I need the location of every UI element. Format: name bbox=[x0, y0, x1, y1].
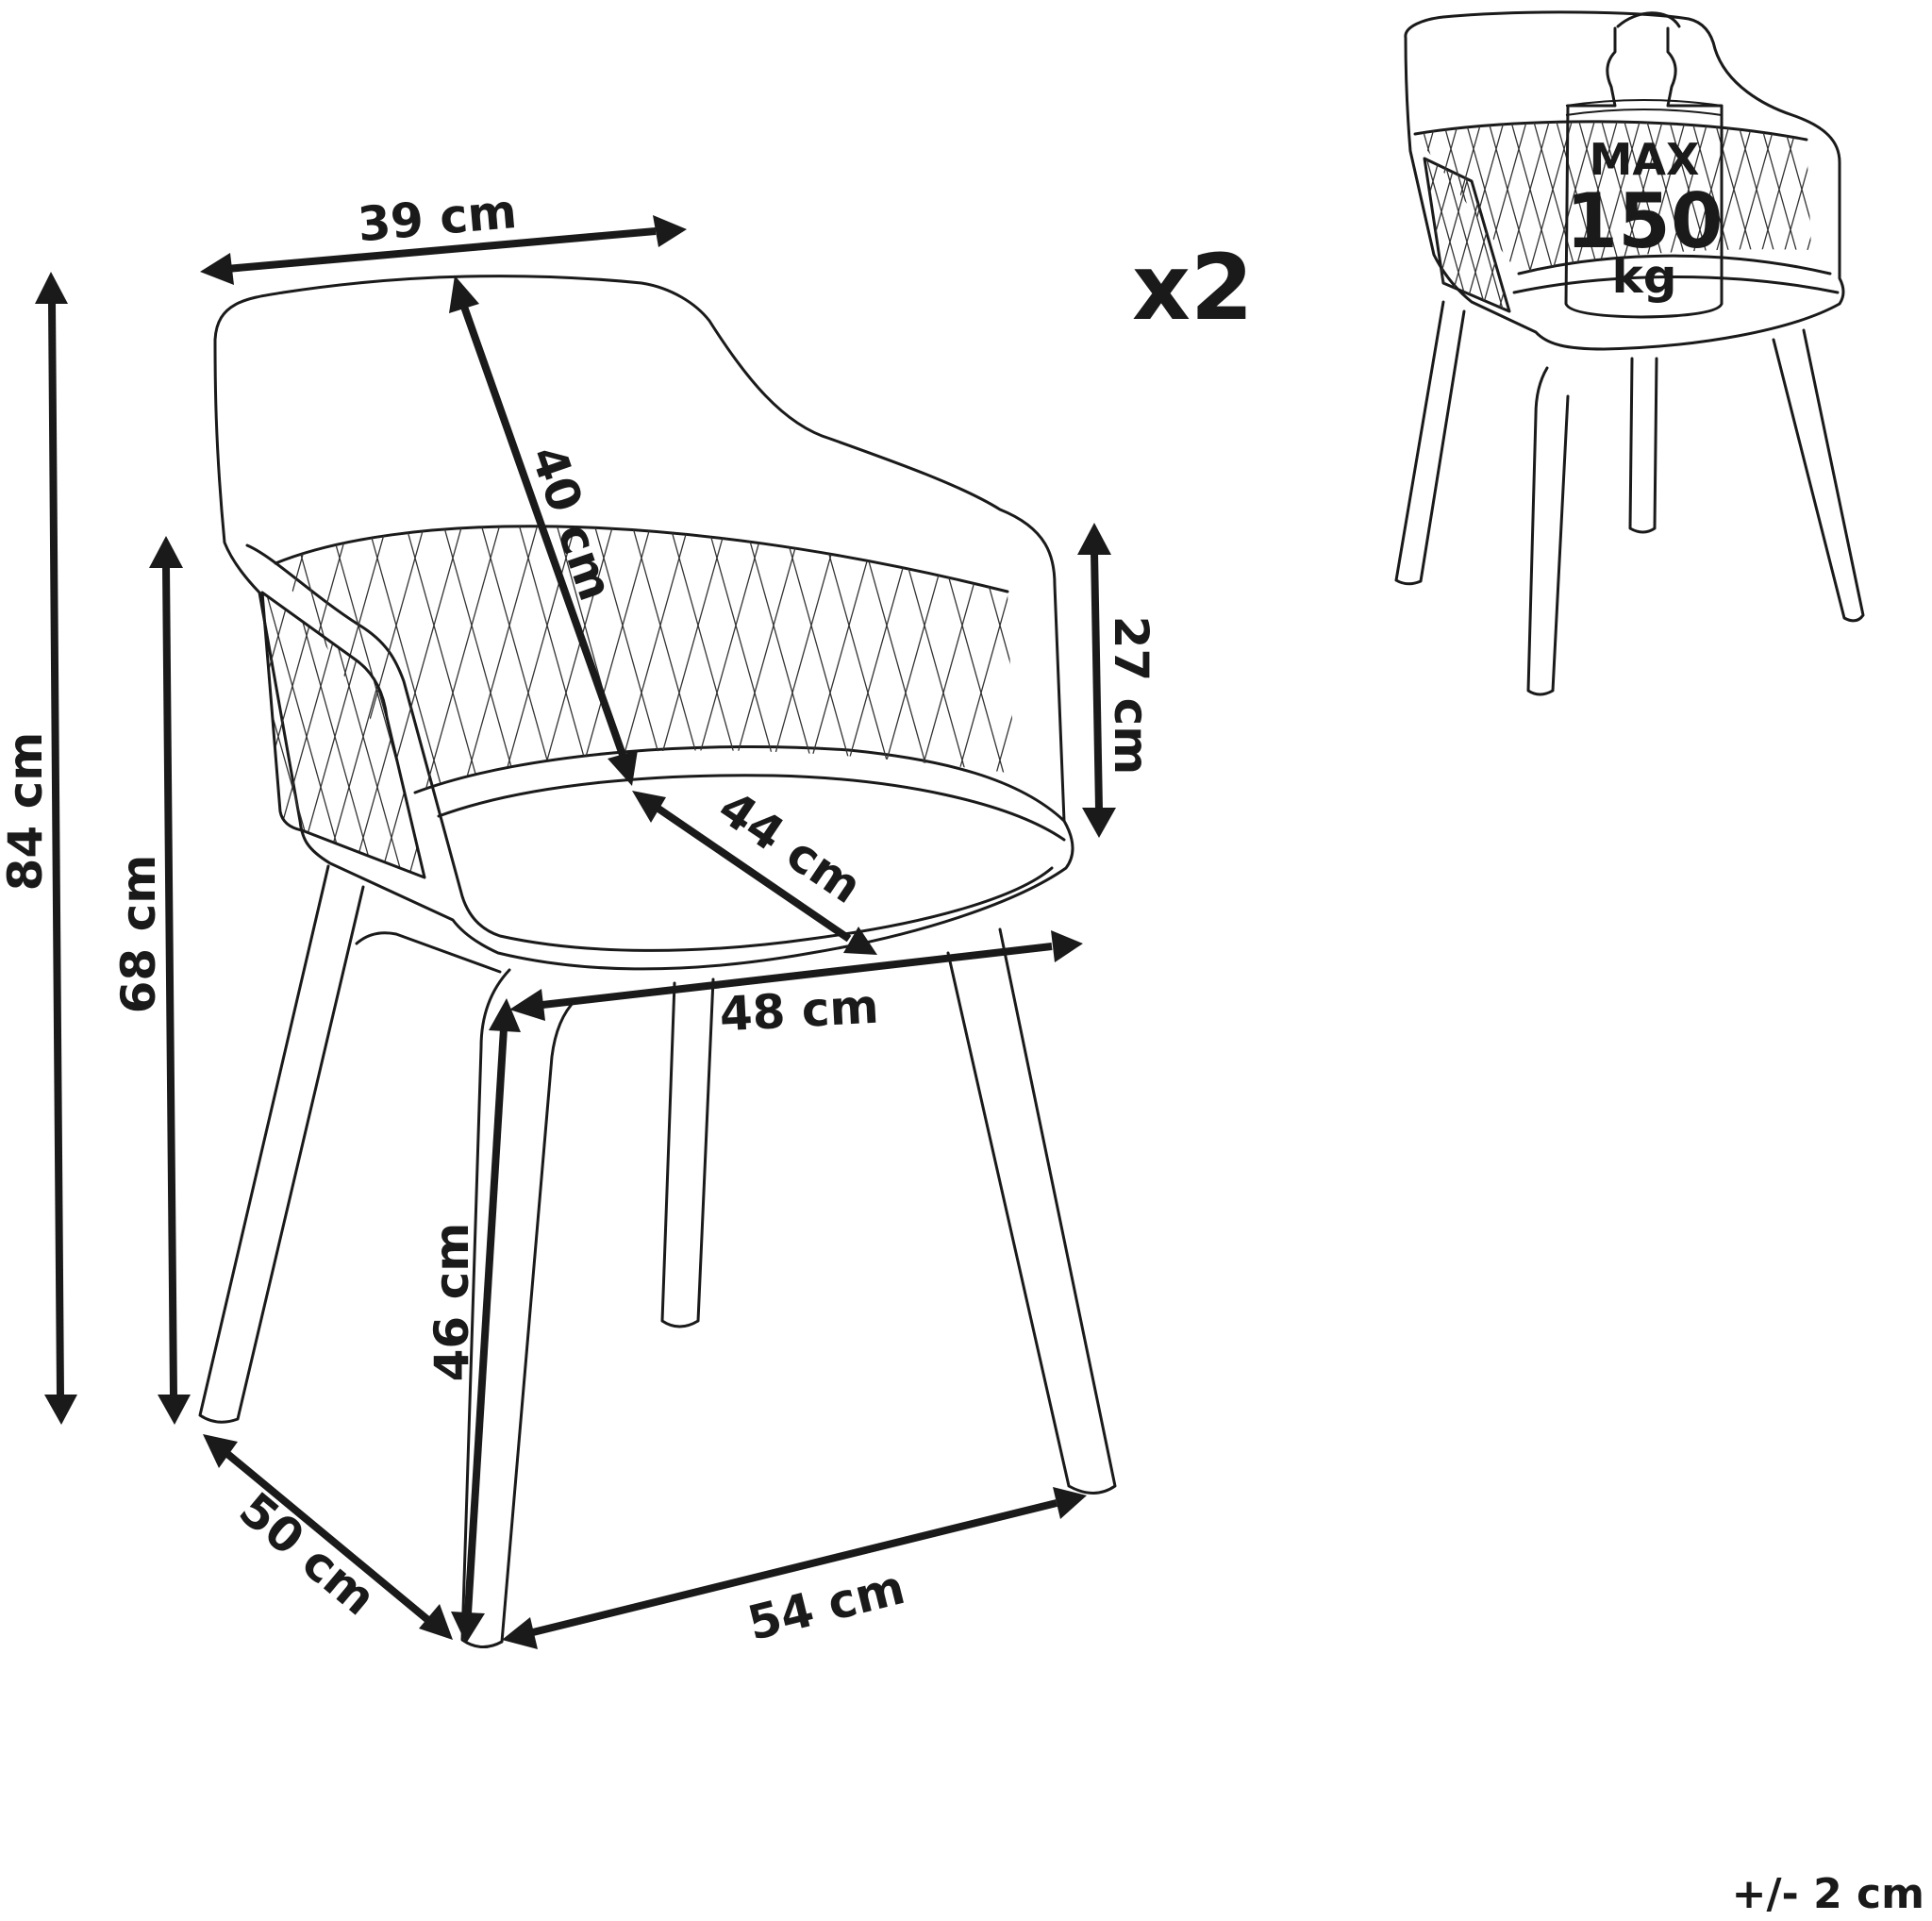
back-leg-left-stub bbox=[355, 931, 502, 974]
dimension-labels: 39 cm 40 cm 84 cm 68 cm 27 cm 44 cm 48 c… bbox=[0, 184, 1158, 1651]
capacity-max-label: MAX bbox=[1590, 134, 1700, 185]
backrest-mesh bbox=[275, 526, 1014, 793]
front-right-leg-outer bbox=[460, 968, 577, 1648]
small-chair-illustration: MAX 150 kg bbox=[1394, 10, 1865, 696]
seat-rim bbox=[413, 744, 1066, 823]
label-seat-width: 48 cm bbox=[718, 979, 880, 1043]
backrest-shell bbox=[213, 275, 1074, 971]
front-center-leg bbox=[660, 977, 715, 1328]
capacity-unit: kg bbox=[1611, 249, 1676, 304]
label-backrest-height: 27 cm bbox=[1104, 616, 1158, 776]
quantity-label: x2 bbox=[1132, 235, 1254, 341]
tolerance-note: +/- 2 cm bbox=[1732, 1870, 1924, 1918]
weight-icon bbox=[1564, 26, 1724, 319]
front-left-leg bbox=[198, 864, 365, 1424]
back-leg-right bbox=[946, 927, 1117, 1495]
label-total-height: 84 cm bbox=[0, 732, 53, 892]
side-mesh bbox=[262, 593, 425, 877]
dimension-arrows bbox=[35, 215, 1116, 1649]
capacity-value: 150 bbox=[1566, 177, 1724, 265]
seat-front-edge bbox=[437, 774, 1066, 842]
label-base-depth: 50 cm bbox=[229, 1482, 387, 1627]
side-mesh-border bbox=[260, 591, 426, 879]
weight-hook-icon bbox=[1616, 11, 1681, 28]
label-seat-height: 46 cm bbox=[425, 1223, 479, 1382]
label-armrest-height: 68 cm bbox=[111, 855, 166, 1014]
backrest-inner-edge bbox=[245, 543, 1054, 952]
